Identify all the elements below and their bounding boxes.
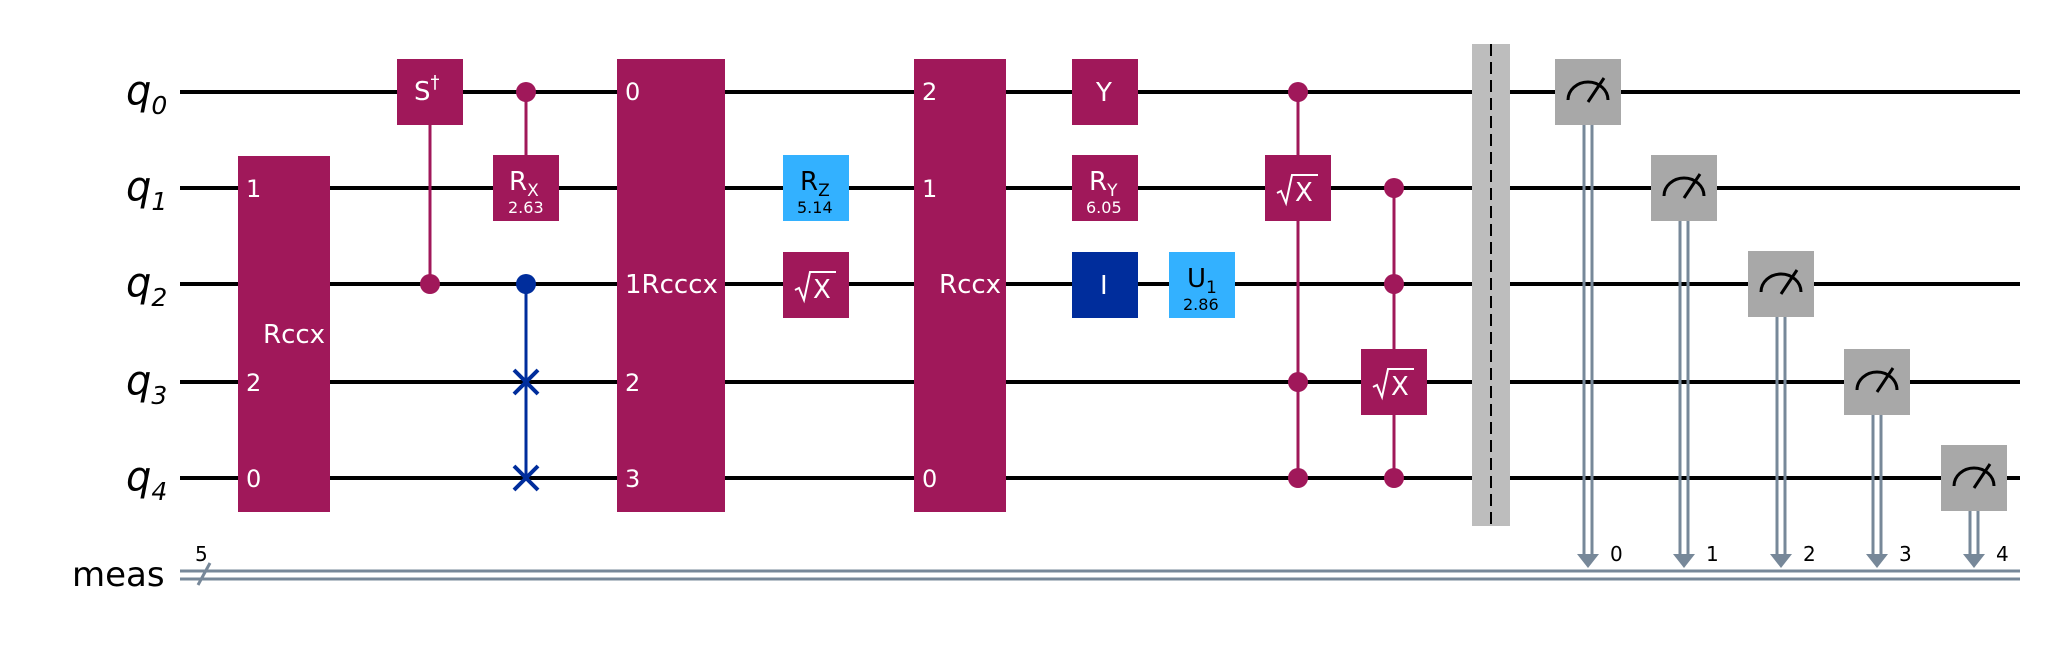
rccx-gate-1-label: Rccx xyxy=(263,320,325,350)
classical-register-wire: 5 xyxy=(180,542,2020,586)
sqrt-symbol xyxy=(1372,368,1414,401)
rcccx-gate: 0 1Rcccx 2 3 xyxy=(617,59,725,512)
identity-gate: I xyxy=(1072,252,1138,318)
measure-gate-q4: 4 xyxy=(1941,445,2009,568)
cswap-control-dot xyxy=(516,274,536,294)
rz-gate-label: RZ xyxy=(800,167,830,201)
mc-sx-1-label: X xyxy=(1295,178,1313,208)
measure-arrow xyxy=(1673,554,1695,568)
rccx-gate-2: 2 1 Rccx 0 xyxy=(914,59,1006,512)
rccx-gate-2-pin-q4: 0 xyxy=(922,465,937,493)
rccx-gate-1-pin-q4: 0 xyxy=(246,465,261,493)
measurements: 0 1 2 3 4 xyxy=(1555,59,2009,568)
mc-sx-gate-2: X xyxy=(1361,178,1427,488)
measure-target-label: 3 xyxy=(1899,542,1912,566)
sdg-gate-label: S† xyxy=(414,72,440,107)
measure-arrow xyxy=(1577,554,1599,568)
measure-arrow xyxy=(1963,554,1985,568)
qubit-label-q1: q1 xyxy=(126,164,167,216)
u1-gate-label: U1 xyxy=(1187,264,1217,298)
u1-gate: U1 2.86 xyxy=(1169,252,1235,318)
control-dot-q2 xyxy=(420,274,440,294)
rx-gate-param: 2.63 xyxy=(508,198,544,217)
rccx-gate-1: Rccx 1 2 0 xyxy=(238,156,330,512)
qubit-label-q2: q2 xyxy=(126,260,167,312)
rx-gate-label: RX xyxy=(509,167,539,201)
rccx-gate-2-pin-q0: 2 xyxy=(922,78,937,106)
meter-icon xyxy=(1662,176,1706,197)
qubit-label-q3: q3 xyxy=(126,358,167,410)
rccx-gate-1-pin-q3: 2 xyxy=(246,369,261,397)
measure-gate-q0: 0 xyxy=(1555,59,1623,568)
rcccx-pin-q3: 2 xyxy=(625,369,640,397)
ry-gate: RY 6.05 xyxy=(1072,155,1138,221)
sx-gate-q2-label: X xyxy=(813,275,831,305)
rz-gate: RZ 5.14 xyxy=(783,155,849,221)
mc-sx-2-control-q2 xyxy=(1384,274,1404,294)
swap-x-q4 xyxy=(512,464,540,492)
measure-target-label: 0 xyxy=(1610,542,1623,566)
control-dot-q0 xyxy=(516,82,536,102)
qubit-label-q4: q4 xyxy=(126,454,167,506)
meter-icon xyxy=(1855,370,1899,391)
rccx-gate-2-pin-q1: 1 xyxy=(922,175,937,203)
controlled-sdg-gate: S† xyxy=(397,59,463,294)
measure-target-label: 1 xyxy=(1706,542,1719,566)
ry-gate-param: 6.05 xyxy=(1086,198,1122,217)
measure-target-label: 2 xyxy=(1803,542,1816,566)
measure-gate-q1: 1 xyxy=(1651,155,1719,568)
sqrt-symbol xyxy=(1276,174,1318,207)
bus-slash xyxy=(196,562,212,586)
mc-sx-gate-1: X xyxy=(1265,82,1331,488)
mc-sx-1-control-q3 xyxy=(1288,372,1308,392)
sqrt-symbol xyxy=(794,271,836,304)
rccx-gate-2-label: Rccx xyxy=(939,270,1001,300)
u1-gate-param: 2.86 xyxy=(1183,295,1219,314)
rccx-gate-1-pin-q1: 1 xyxy=(246,175,261,203)
ry-gate-label: RY xyxy=(1089,167,1118,201)
meter-icon xyxy=(1759,272,1803,293)
rcccx-pin-q4: 3 xyxy=(625,465,640,493)
qubit-labels: q0 q1 q2 q3 q4 meas xyxy=(72,68,167,595)
creg-size: 5 xyxy=(195,542,208,566)
meter-icon xyxy=(1952,466,1996,487)
rcccx-pin-q0: 0 xyxy=(625,78,640,106)
mc-sx-2-label: X xyxy=(1391,372,1409,402)
mc-sx-2-control-q1 xyxy=(1384,178,1404,198)
y-gate-label: Y xyxy=(1095,78,1112,108)
rz-gate-param: 5.14 xyxy=(797,198,833,217)
measure-target-label: 4 xyxy=(1996,542,2009,566)
measure-gate-q3: 3 xyxy=(1844,349,1912,568)
qubit-label-q0: q0 xyxy=(126,68,167,120)
cswap-gate xyxy=(512,274,540,492)
y-gate: Y xyxy=(1072,59,1138,125)
identity-gate-label: I xyxy=(1100,271,1108,301)
rcccx-label: 1Rcccx xyxy=(625,270,718,300)
barrier xyxy=(1472,44,1510,526)
sx-gate-q2: X xyxy=(783,252,849,318)
measure-arrow xyxy=(1866,554,1888,568)
meter-icon xyxy=(1566,80,1610,101)
controlled-rx-gate: RX 2.63 xyxy=(493,82,559,221)
classical-register-label: meas xyxy=(72,555,165,595)
mc-sx-1-control-q0 xyxy=(1288,82,1308,102)
mc-sx-1-control-q4 xyxy=(1288,468,1308,488)
measure-arrow xyxy=(1770,554,1792,568)
measure-gate-q2: 2 xyxy=(1748,251,1816,568)
mc-sx-2-control-q4 xyxy=(1384,468,1404,488)
swap-x-q3 xyxy=(512,368,540,396)
